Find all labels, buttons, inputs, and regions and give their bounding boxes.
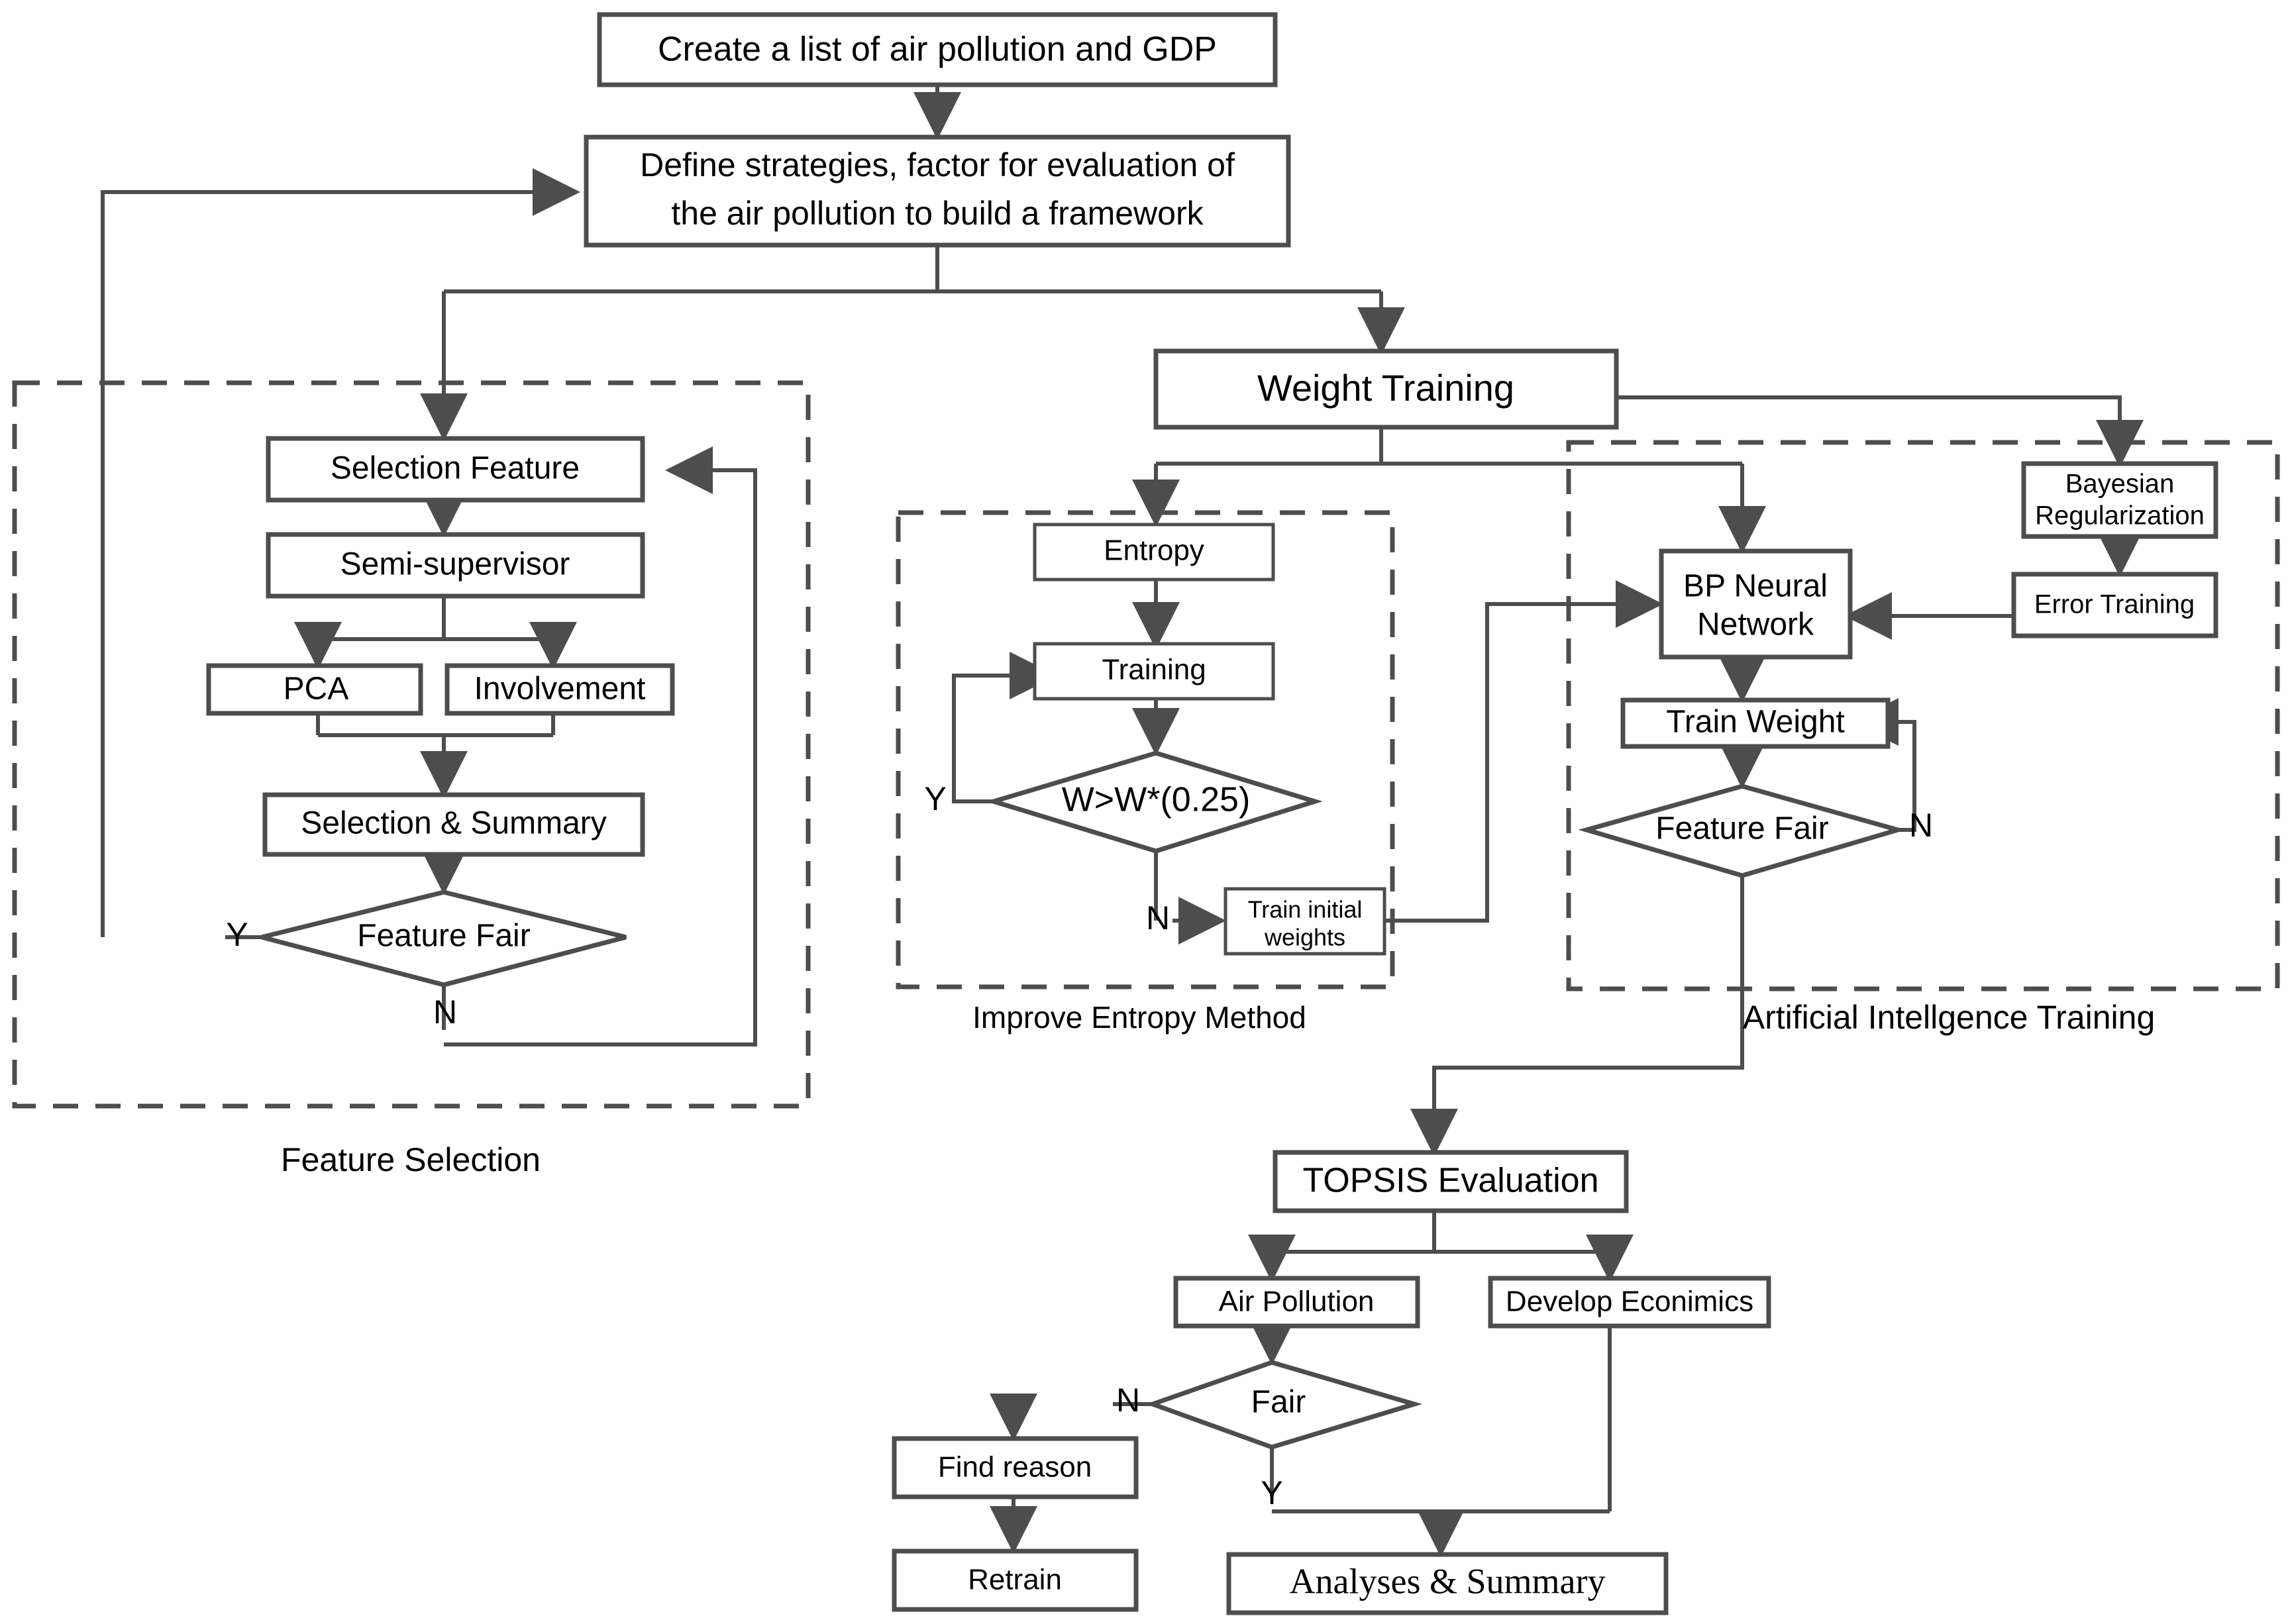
branch-label-w-condition-no: N <box>1146 899 1170 937</box>
node-fair-label: Fair <box>1251 1385 1306 1420</box>
group-label-improve-entropy: Improve Entropy Method <box>972 1000 1306 1035</box>
node-define-strategies-line1: Define strategies, factor for evaluation… <box>640 146 1235 183</box>
node-topsis-label: TOPSIS Evaluation <box>1302 1162 1598 1200</box>
group-feature-selection <box>12 380 811 1109</box>
node-develop-economics[interactable]: Develop Econimics <box>1488 1276 1771 1329</box>
node-bp-neural-line2: Network <box>1697 607 1814 642</box>
node-analyses-summary-label: Analyses & Summary <box>1290 1561 1606 1601</box>
node-involvement-label: Involvement <box>474 672 646 707</box>
node-air-pollution[interactable]: Air Pollution <box>1173 1276 1420 1329</box>
group-ai-training <box>1566 440 2280 991</box>
edge-featurefair-yes-up <box>101 168 580 937</box>
node-entropy-label: Entropy <box>1104 534 1204 567</box>
node-retrain[interactable]: Retrain <box>892 1548 1139 1612</box>
edge-featurefairright-to-topsis <box>1410 876 1744 1156</box>
node-define-strategies[interactable]: Define strategies, factor for evaluation… <box>584 134 1291 248</box>
node-train-initial-weights-line2: weights <box>1264 924 1345 951</box>
node-w-condition[interactable]: W>W*(0.25) <box>985 750 1323 854</box>
branch-label-fair-no: N <box>1116 1382 1140 1419</box>
node-feature-fair-left-label: Feature Fair <box>357 919 530 954</box>
node-feature-fair-right-label: Feature Fair <box>1655 811 1828 846</box>
branch-label-feature-fair-right-no: N <box>1909 807 1933 844</box>
node-training[interactable]: Training <box>1033 642 1275 701</box>
node-analyses-summary[interactable]: Analyses & Summary <box>1226 1552 1669 1615</box>
node-bayesian-regularization[interactable]: Bayesian Regularization <box>2021 461 2218 539</box>
branch-label-feature-fair-left-yes: Y <box>226 916 248 953</box>
group-label-feature-selection: Feature Selection <box>281 1141 541 1178</box>
node-w-condition-label: W>W*(0.25) <box>1062 781 1251 819</box>
node-train-weight-label: Train Weight <box>1666 705 1844 740</box>
node-pca-label: PCA <box>284 672 349 707</box>
node-involvement[interactable]: Involvement <box>444 663 675 716</box>
group-improve-entropy <box>896 510 1395 990</box>
branch-label-fair-yes: Y <box>1261 1474 1282 1511</box>
node-feature-fair-right[interactable]: Feature Fair <box>1578 784 1906 878</box>
node-bayesian-line2: Regularization <box>2035 501 2205 531</box>
node-selection-feature-label: Selection Feature <box>331 451 580 486</box>
node-train-weight[interactable]: Train Weight <box>1620 697 1891 749</box>
node-find-reason-label: Find reason <box>938 1451 1092 1484</box>
node-train-initial-weights-line1: Train initial <box>1248 896 1363 923</box>
node-topsis-evaluation[interactable]: TOPSIS Evaluation <box>1273 1150 1629 1213</box>
node-training-label: Training <box>1102 654 1206 686</box>
node-bp-neural-network[interactable]: BP Neural Network <box>1659 548 1853 660</box>
node-selection-feature[interactable]: Selection Feature <box>266 436 645 503</box>
node-entropy[interactable]: Entropy <box>1033 523 1275 582</box>
node-create-list[interactable]: Create a list of air pollution and GDP <box>597 12 1278 87</box>
node-pca[interactable]: PCA <box>206 663 423 716</box>
node-bp-neural-line1: BP Neural <box>1683 569 1828 604</box>
edge-traininitial-to-bp <box>1384 580 1663 923</box>
node-retrain-label: Retrain <box>968 1564 1062 1596</box>
node-air-pollution-label: Air Pollution <box>1219 1286 1375 1318</box>
node-develop-economics-label: Develop Econimics <box>1506 1286 1753 1318</box>
edge-featurefair-no-loop <box>444 446 757 1046</box>
node-create-list-label: Create a list of air pollution and GDP <box>658 30 1217 69</box>
node-train-initial-weights[interactable]: Train initial weights <box>1224 887 1386 956</box>
branch-label-feature-fair-left-no: N <box>433 993 457 1031</box>
node-fair[interactable]: Fair <box>1145 1360 1423 1450</box>
group-label-ai-training: Artificial Intellgence Training <box>1743 999 2156 1036</box>
node-error-training[interactable]: Error Training <box>2011 572 2218 638</box>
node-find-reason[interactable]: Find reason <box>892 1436 1139 1499</box>
node-weight-training[interactable]: Weight Training <box>1153 348 1619 430</box>
node-define-strategies-line2: the air pollution to build a framework <box>671 195 1204 232</box>
node-feature-fair-left[interactable]: Feature Fair <box>261 889 627 988</box>
node-selection-summary[interactable]: Selection & Summary <box>262 792 645 857</box>
node-selection-summary-label: Selection & Summary <box>301 806 607 841</box>
node-semi-supervisor[interactable]: Semi-supervisor <box>266 532 645 599</box>
node-bayesian-line1: Bayesian <box>2065 470 2175 499</box>
node-error-training-label: Error Training <box>2034 590 2195 619</box>
node-weight-training-label: Weight Training <box>1257 367 1514 409</box>
branch-label-w-condition-yes: Y <box>924 780 946 817</box>
node-semi-supervisor-label: Semi-supervisor <box>340 547 570 582</box>
